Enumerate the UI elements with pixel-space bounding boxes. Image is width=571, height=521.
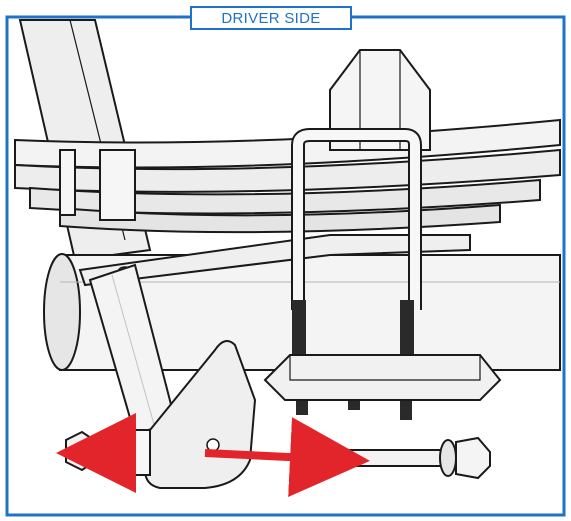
u-bolt — [291, 128, 422, 420]
bolt-direction-arrow — [204, 417, 370, 498]
mounting-bolt — [344, 436, 491, 480]
driver-side-label: DRIVER SIDE — [190, 6, 352, 30]
u-bolt-threads — [292, 300, 414, 420]
axle-tube — [43, 253, 561, 371]
spring-clip — [59, 149, 136, 221]
u-bolt-plate — [263, 354, 502, 401]
bump-stop — [329, 49, 431, 151]
